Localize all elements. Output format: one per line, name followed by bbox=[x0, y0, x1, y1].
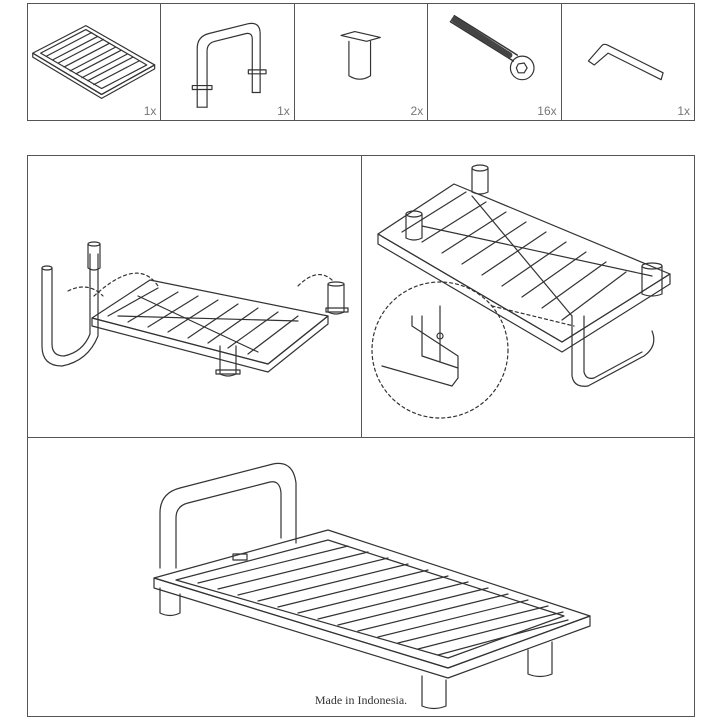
leg-frame-attach-illustration bbox=[41, 241, 349, 377]
leg-icon bbox=[340, 30, 381, 80]
made-in-label: Made in Indonesia. bbox=[314, 693, 408, 707]
part-qty: 1x bbox=[677, 104, 691, 118]
part-allen-key: 1x bbox=[562, 4, 694, 120]
assembled-bed-illustration bbox=[153, 462, 591, 710]
step-assembled-bed bbox=[28, 438, 694, 716]
u-frame-icon bbox=[192, 22, 268, 108]
bolt-detail-illustration bbox=[371, 164, 671, 419]
part-bolt: 16x bbox=[428, 4, 562, 120]
step-attach-legs-and-frame bbox=[28, 156, 362, 438]
parts-list: 1x 1x 2x 16x 1x bbox=[27, 3, 695, 121]
part-qty: 1x bbox=[277, 104, 290, 118]
allen-key-icon bbox=[587, 43, 664, 81]
slatted-deck-icon bbox=[32, 25, 156, 99]
part-qty: 16x bbox=[537, 104, 557, 118]
part-qty: 1x bbox=[143, 104, 157, 118]
step-bolt-detail bbox=[362, 156, 694, 438]
part-headboard-frame: 1x bbox=[161, 4, 295, 120]
assembly-steps: Made in Indonesia. bbox=[27, 155, 695, 717]
part-leg: 2x bbox=[295, 4, 429, 120]
bolt-icon bbox=[449, 15, 535, 81]
part-qty: 2x bbox=[410, 104, 424, 118]
part-bed-deck: 1x bbox=[28, 4, 162, 120]
